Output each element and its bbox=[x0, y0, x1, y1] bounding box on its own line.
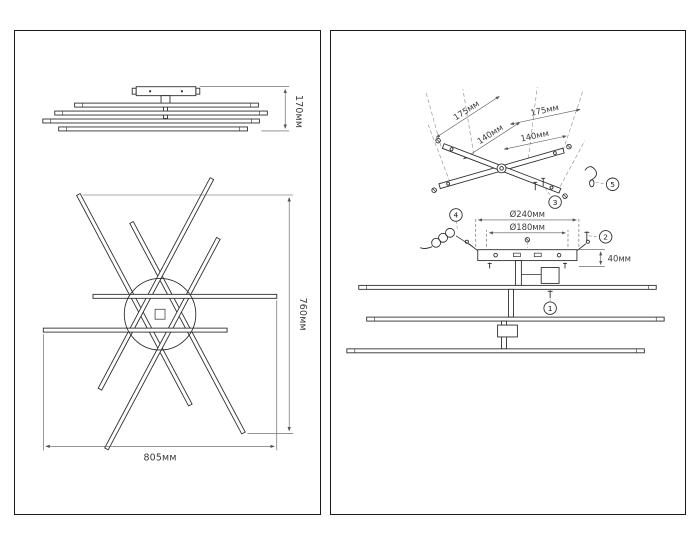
lamp-top-view bbox=[42, 177, 278, 451]
dim-star-width bbox=[43, 300, 278, 451]
left-drawing: 170мм 760мм 805мм bbox=[42, 86, 308, 463]
dim-star-height-label: 760мм bbox=[297, 298, 308, 331]
dim-arm-b-outer-label: 175мм bbox=[529, 102, 559, 118]
dim-arm-b-inner bbox=[503, 135, 567, 150]
dim-arm-a-inner-label: 140мм bbox=[475, 122, 505, 146]
dim-side-height bbox=[199, 86, 290, 132]
dim-plate-outer-label: Ø240мм bbox=[510, 209, 545, 219]
callout-4-number: 4 bbox=[454, 211, 459, 220]
dim-arm-a-inner bbox=[463, 122, 521, 160]
callout-5-number: 5 bbox=[610, 180, 615, 189]
hook-icon bbox=[584, 166, 597, 182]
right-drawing: 175мм 175мм 140мм 140мм bbox=[346, 87, 665, 354]
dim-star-height bbox=[82, 194, 294, 434]
exploded-bracket-view: 175мм 175мм 140мм 140мм bbox=[425, 87, 620, 209]
lamp-side-view bbox=[42, 86, 268, 132]
dim-arm-a-outer-label: 175мм bbox=[451, 98, 481, 122]
callout-1 bbox=[543, 301, 557, 315]
dim-plate-inner-label: Ø180мм bbox=[510, 222, 545, 232]
callout-3-number: 3 bbox=[553, 198, 558, 207]
center-box bbox=[154, 308, 166, 320]
dim-star-width-label: 805мм bbox=[143, 452, 176, 463]
dim-side-height-label: 170мм bbox=[293, 95, 304, 128]
dim-plate-height-label: 40мм bbox=[608, 254, 631, 264]
dim-plate-diameters bbox=[475, 216, 580, 247]
extension-lines bbox=[425, 87, 586, 193]
mount-plate bbox=[464, 237, 590, 269]
dim-arm-b-inner-label: 140мм bbox=[520, 128, 550, 144]
callout-2-number: 2 bbox=[603, 233, 608, 242]
dim-arm-a-outer bbox=[435, 96, 500, 138]
assembled-side-view bbox=[346, 260, 665, 354]
dim-plate-height bbox=[578, 249, 605, 267]
callout-1-number: 1 bbox=[548, 304, 553, 313]
panel-assembly: 175мм 175мм 140мм 140мм bbox=[330, 30, 686, 515]
mount-plate-view: Ø240мм Ø180мм 40мм 2 4 bbox=[420, 208, 631, 269]
junction-box bbox=[497, 324, 518, 338]
canopy-screw-icon bbox=[149, 90, 152, 93]
dim-arm-b-outer bbox=[509, 108, 581, 126]
panel-dimensions: 170мм 760мм 805мм bbox=[14, 30, 321, 515]
callout-5 bbox=[584, 166, 620, 191]
power-wire bbox=[420, 220, 473, 249]
callout-4 bbox=[449, 208, 463, 222]
canopy-screw-icon bbox=[180, 90, 183, 93]
callout-3 bbox=[533, 177, 562, 209]
screw-icon bbox=[431, 137, 572, 199]
mount-ring bbox=[123, 278, 197, 351]
cross-bracket bbox=[431, 137, 572, 199]
driver-box bbox=[540, 267, 560, 284]
screw-icon bbox=[547, 290, 553, 299]
callout-2 bbox=[584, 230, 613, 244]
